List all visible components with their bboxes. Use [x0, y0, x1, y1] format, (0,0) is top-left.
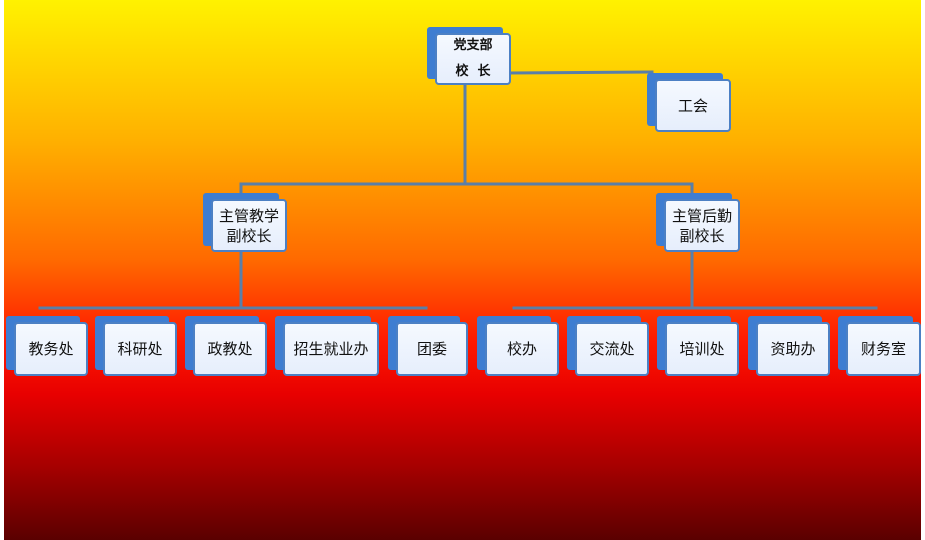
vp-logistics-box: 主管后勤 副校长	[656, 193, 740, 252]
vp-teaching-line1: 主管教学	[218, 206, 279, 225]
dept-label: 财务室	[860, 340, 906, 358]
dept-label: 校办	[506, 340, 537, 358]
party-branch-principal-box: 党支部 校 长	[427, 27, 511, 85]
dept-label: 招生就业办	[293, 340, 369, 358]
vp-logistics-line1: 主管后勤	[671, 206, 732, 225]
connector-root-union	[508, 70, 654, 75]
root-line2: 校 长	[455, 64, 491, 79]
dept-label: 科研处	[117, 340, 163, 358]
dept-box: 教务处	[6, 316, 88, 376]
union-label: 工会	[677, 96, 708, 115]
dept-box: 培训处	[657, 316, 739, 376]
union-box: 工会	[647, 73, 731, 132]
dept-box: 校办	[477, 316, 559, 376]
dept-label: 资助办	[770, 340, 816, 358]
root-line1: 党支部	[453, 38, 493, 53]
dept-box: 交流处	[567, 316, 649, 376]
dept-box: 团委	[388, 316, 468, 376]
dept-box: 财务室	[838, 316, 921, 376]
dept-label: 政教处	[207, 340, 253, 358]
dept-label: 培训处	[679, 340, 725, 358]
dept-label: 教务处	[28, 340, 74, 358]
dept-box: 政教处	[185, 316, 267, 376]
dept-box: 资助办	[748, 316, 830, 376]
diagram-background	[4, 0, 921, 540]
dept-box: 科研处	[95, 316, 177, 376]
vp-teaching-line2: 副校长	[226, 226, 272, 245]
dept-label: 团委	[416, 340, 447, 358]
vp-teaching-box: 主管教学 副校长	[203, 193, 287, 252]
dept-box: 招生就业办	[275, 316, 379, 376]
dept-label: 交流处	[589, 340, 635, 358]
vp-logistics-line2: 副校长	[679, 226, 725, 245]
